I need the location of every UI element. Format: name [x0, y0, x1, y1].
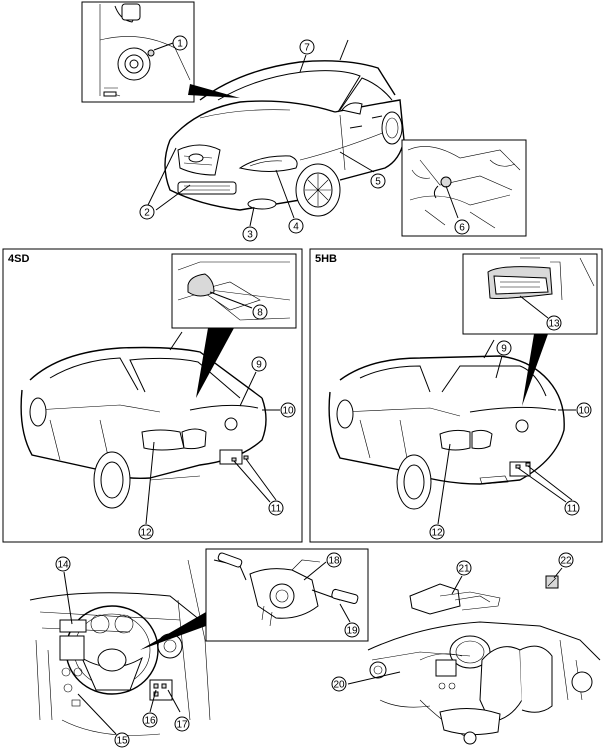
callout-9	[251, 356, 267, 372]
callout-11b-label: 11	[567, 504, 578, 515]
cabin-interior: 21 22 20	[331, 552, 601, 745]
callout-3-label: 3	[247, 230, 253, 241]
hatch-inset-pointer	[522, 334, 548, 406]
callout-19	[344, 622, 360, 638]
callout-13	[546, 315, 562, 331]
callout-10b	[576, 402, 592, 418]
callout-16-label: 16	[144, 716, 156, 727]
inset-engine-component: 6	[401, 139, 527, 237]
panel-4sd-title: 4SD	[8, 253, 29, 265]
panel-4sd: 4SD 8 9 10	[2, 248, 303, 543]
callout-17	[174, 716, 190, 732]
callout-16	[142, 712, 158, 728]
callout-2	[139, 204, 155, 220]
callout-1	[172, 35, 188, 51]
callout-9b	[496, 340, 512, 356]
front-car-illustration	[164, 39, 405, 217]
callout-13-label: 13	[548, 319, 560, 330]
callout-4	[288, 218, 304, 234]
callout-9-label: 9	[256, 360, 262, 371]
callout-11-label: 11	[271, 504, 282, 515]
inset-front-sensor: 1	[81, 1, 195, 103]
callout-11	[268, 500, 284, 516]
callout-14-label: 14	[57, 560, 69, 571]
callout-11b	[564, 500, 580, 516]
callout-7-label: 7	[304, 43, 310, 54]
callout-10-label: 10	[282, 406, 294, 417]
callout-6	[454, 219, 470, 235]
callout-21	[456, 560, 472, 576]
callout-9b-label: 9	[501, 344, 507, 355]
callout-10	[280, 402, 296, 418]
callout-18	[326, 552, 342, 568]
callout-5-label: 5	[375, 177, 381, 188]
callout-18-label: 18	[328, 556, 340, 567]
callout-15-label: 15	[116, 736, 128, 747]
callout-22	[558, 552, 574, 568]
callout-8-label: 8	[257, 308, 263, 319]
front-callouts: 7 2 3 4 5	[139, 39, 386, 242]
callout-12	[138, 524, 154, 540]
callout-12b-label: 12	[431, 528, 443, 539]
inset-combination-switch: 18 19	[205, 548, 369, 642]
callout-15	[114, 732, 130, 748]
callout-21-label: 21	[458, 564, 470, 575]
callout-3	[242, 226, 258, 242]
callout-10b-label: 10	[578, 406, 590, 417]
callout-12b	[429, 524, 445, 540]
callout-2-label: 2	[144, 208, 150, 219]
callout-17-label: 17	[176, 720, 188, 731]
callout-5	[370, 173, 386, 189]
switch-inset-pointer	[140, 612, 206, 650]
panel-5hb: 5HB 13 9	[309, 248, 603, 543]
dashboard-interior: 14 15 16 17	[29, 556, 211, 748]
callout-4-label: 4	[293, 222, 299, 233]
callout-19-label: 19	[346, 626, 358, 637]
callout-1-label: 1	[177, 39, 183, 50]
callout-14	[55, 556, 71, 572]
callout-8	[252, 304, 268, 320]
callout-20-label: 20	[333, 680, 345, 691]
callout-7	[299, 39, 315, 55]
callout-20	[331, 676, 347, 692]
panel-5hb-title: 5HB	[315, 253, 337, 265]
callout-6-label: 6	[459, 223, 465, 234]
callout-12-label: 12	[140, 528, 152, 539]
callout-22-label: 22	[560, 556, 572, 567]
